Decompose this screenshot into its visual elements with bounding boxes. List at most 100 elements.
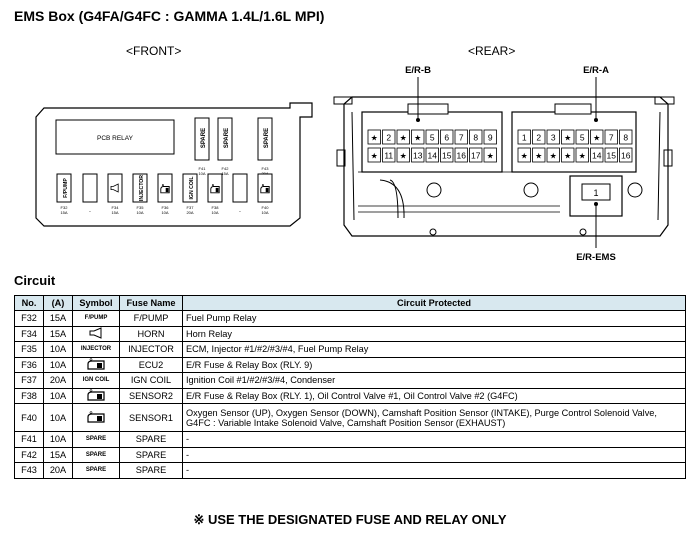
connector-pin: ★ <box>483 147 497 163</box>
fuse-code: F43 <box>262 166 270 171</box>
connector-pin-label: 17 <box>471 151 481 161</box>
fuse-code: F34 <box>112 205 120 210</box>
pcb-relay-label: PCB RELAY <box>97 135 134 142</box>
connector-pin: 8 <box>619 129 633 145</box>
fuse-slot: - <box>232 173 248 215</box>
connector-pin: ★ <box>575 147 589 163</box>
amperage-cell: 10A <box>43 403 73 432</box>
connector-pin: 17 <box>469 147 483 163</box>
connector-pin-label: 15 <box>442 151 452 161</box>
connector-pin-label: 11 <box>384 151 393 161</box>
connector-pin: 7 <box>454 129 468 145</box>
connector-pin-label: ★ <box>521 152 528 161</box>
circuit-cell: Oxygen Sensor (UP), Oxygen Sensor (DOWN)… <box>182 403 686 432</box>
connector-pin-label: 3 <box>551 133 556 143</box>
connector-pin-label: 5 <box>430 133 435 143</box>
circuit-cell: Fuel Pump Relay <box>182 310 686 327</box>
fuse-amp: 15A <box>221 171 228 176</box>
connector-pin-label: 16 <box>621 151 631 161</box>
pcb-relay <box>55 119 175 155</box>
relay-icon <box>87 410 105 423</box>
connector-pin: 2 <box>532 129 546 145</box>
fuse-number-cell: F42 <box>14 446 44 463</box>
connector-pin-label: 5 <box>580 133 585 143</box>
mount-hole <box>429 228 437 236</box>
relay-icon <box>210 184 220 194</box>
fuse-name-cell: SENSOR1 <box>119 403 183 432</box>
connector-pin: ★ <box>532 147 546 163</box>
front-box-outline <box>35 102 313 227</box>
fuse-number-cell: F43 <box>14 462 44 479</box>
connector-pin: 8 <box>469 129 483 145</box>
circuit-cell: - <box>182 446 686 463</box>
connector-pin: ★ <box>590 129 604 145</box>
connector-pin-label: ★ <box>535 152 542 161</box>
symbol-cell: IGN COIL <box>72 372 120 389</box>
connector-pin-label: ★ <box>550 152 557 161</box>
relay-icon <box>87 388 105 401</box>
page-title: EMS Box (G4FA/G4FC : GAMMA 1.4L/1.6L MPI… <box>14 8 325 24</box>
er-b-label: E/R-B <box>405 65 431 76</box>
horn-icon <box>89 326 102 339</box>
connector-pin-label: 14 <box>428 151 438 161</box>
connector-pin: 11 <box>382 147 396 163</box>
symbol-cell <box>72 325 120 342</box>
connector-pin: 9 <box>483 129 497 145</box>
connector-pin: 5 <box>575 129 589 145</box>
circuit-cell: Ignition Coil #1/#2/#3/#4, Condenser <box>182 372 686 389</box>
connector-pin-label: ★ <box>579 152 586 161</box>
er-ems-pin <box>581 183 611 201</box>
connector-pin-label: 2 <box>386 133 391 143</box>
fuse-code: F41 <box>199 166 207 171</box>
circuit-cell: ECM, Injector #1/#2/#3/#4, Fuel Pump Rel… <box>182 341 686 358</box>
connector-pin: ★ <box>396 147 410 163</box>
connector-pin-label: 15 <box>607 151 617 161</box>
symbol-cell: SPARE <box>72 431 120 448</box>
fuse-number-cell: F37 <box>14 372 44 389</box>
fuse-amp: 10A <box>161 210 168 215</box>
front-diagram: PCB RELAY SPAREF4110ASPAREF4215ASPAREF43… <box>35 102 313 227</box>
rear-view-label: <REAR> <box>468 44 516 58</box>
fuse-label: INJECTOR <box>139 175 145 201</box>
connector-pin: 16 <box>454 147 468 163</box>
circuit-cell: E/R Fuse & Relay Box (RLY. 1), Oil Contr… <box>182 387 686 404</box>
fuse-name-cell: SENSOR2 <box>119 387 183 404</box>
fuse-name-cell: SPARE <box>119 431 183 448</box>
fuse-code: F32 <box>61 205 69 210</box>
connector-pin: 2 <box>382 129 396 145</box>
connector-pin-label: ★ <box>414 134 421 143</box>
amperage-cell: 10A <box>43 356 73 373</box>
connector-pin-label: ★ <box>400 134 407 143</box>
connector-pin: ★ <box>411 129 425 145</box>
relay-icon <box>87 357 105 370</box>
connector-pin: ★ <box>367 147 381 163</box>
fuse-amp: 10A <box>211 210 218 215</box>
fuse-number-cell: F35 <box>14 341 44 358</box>
relay-icon <box>260 184 270 194</box>
fuse-number-cell: F41 <box>14 431 44 448</box>
connector-pin-label: 2 <box>536 133 541 143</box>
column-header: Fuse Name <box>119 295 183 311</box>
amperage-cell: 15A <box>43 310 73 327</box>
fuse-amp: 10A <box>198 171 205 176</box>
fuse-name-cell: SPARE <box>119 446 183 463</box>
fuse-number-cell: F38 <box>14 387 44 404</box>
horn-icon <box>110 183 119 193</box>
circuit-cell: - <box>182 462 686 479</box>
rear-housing-outline <box>343 96 669 237</box>
fuse-amp: 15A <box>111 210 118 215</box>
fuse-name-cell: F/PUMP <box>119 310 183 327</box>
connector-pin: ★ <box>367 129 381 145</box>
column-header: (A) <box>43 295 73 311</box>
fuse-code: F37 <box>187 205 195 210</box>
fuse-code: F35 <box>137 205 145 210</box>
connector-pin-label: ★ <box>564 152 571 161</box>
